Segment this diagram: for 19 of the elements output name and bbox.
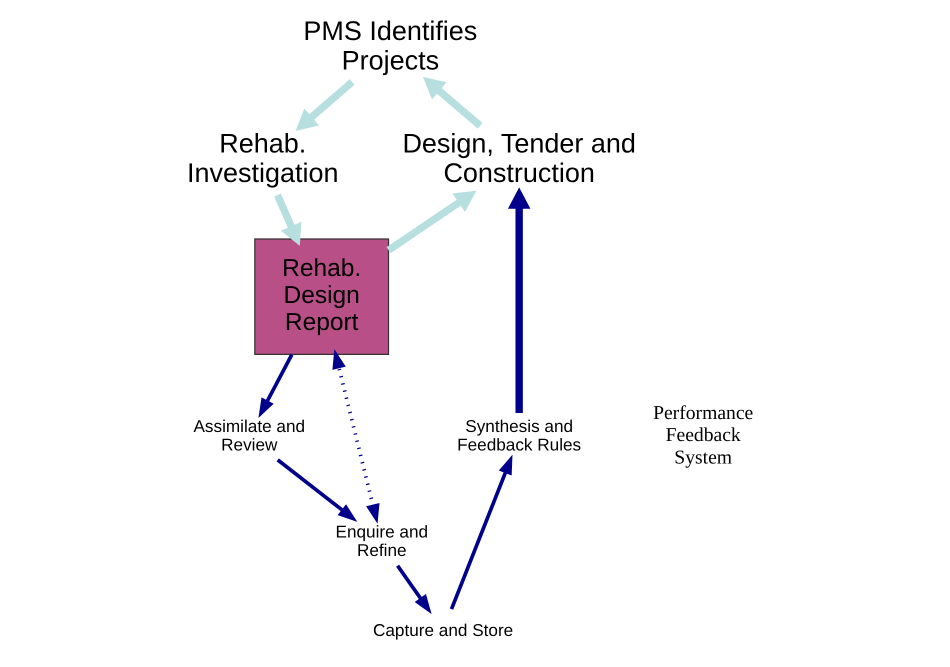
node-box: Rehab. Design Report [254,238,390,355]
arrow [423,76,482,129]
label: Performance Feedback System [653,403,754,468]
node-text: Capture and Store [373,620,514,640]
arrow [258,354,294,418]
node-text: Design, Tender and Construction [402,128,636,188]
arrow [276,458,358,522]
arrow [332,349,380,524]
arrow [396,564,432,614]
arrow [508,187,530,413]
arrow [295,79,354,132]
arrow [274,194,302,246]
arrow [386,190,476,254]
node-text: Synthesis and Feedback Rules [457,416,582,454]
node-text: Rehab. Investigation [187,128,338,188]
node-text: Enquire and Refine [336,521,428,560]
arrow [450,454,512,610]
node-text: PMS Identifies Projects [303,16,478,76]
node-text: Assimilate and Review [193,416,306,454]
